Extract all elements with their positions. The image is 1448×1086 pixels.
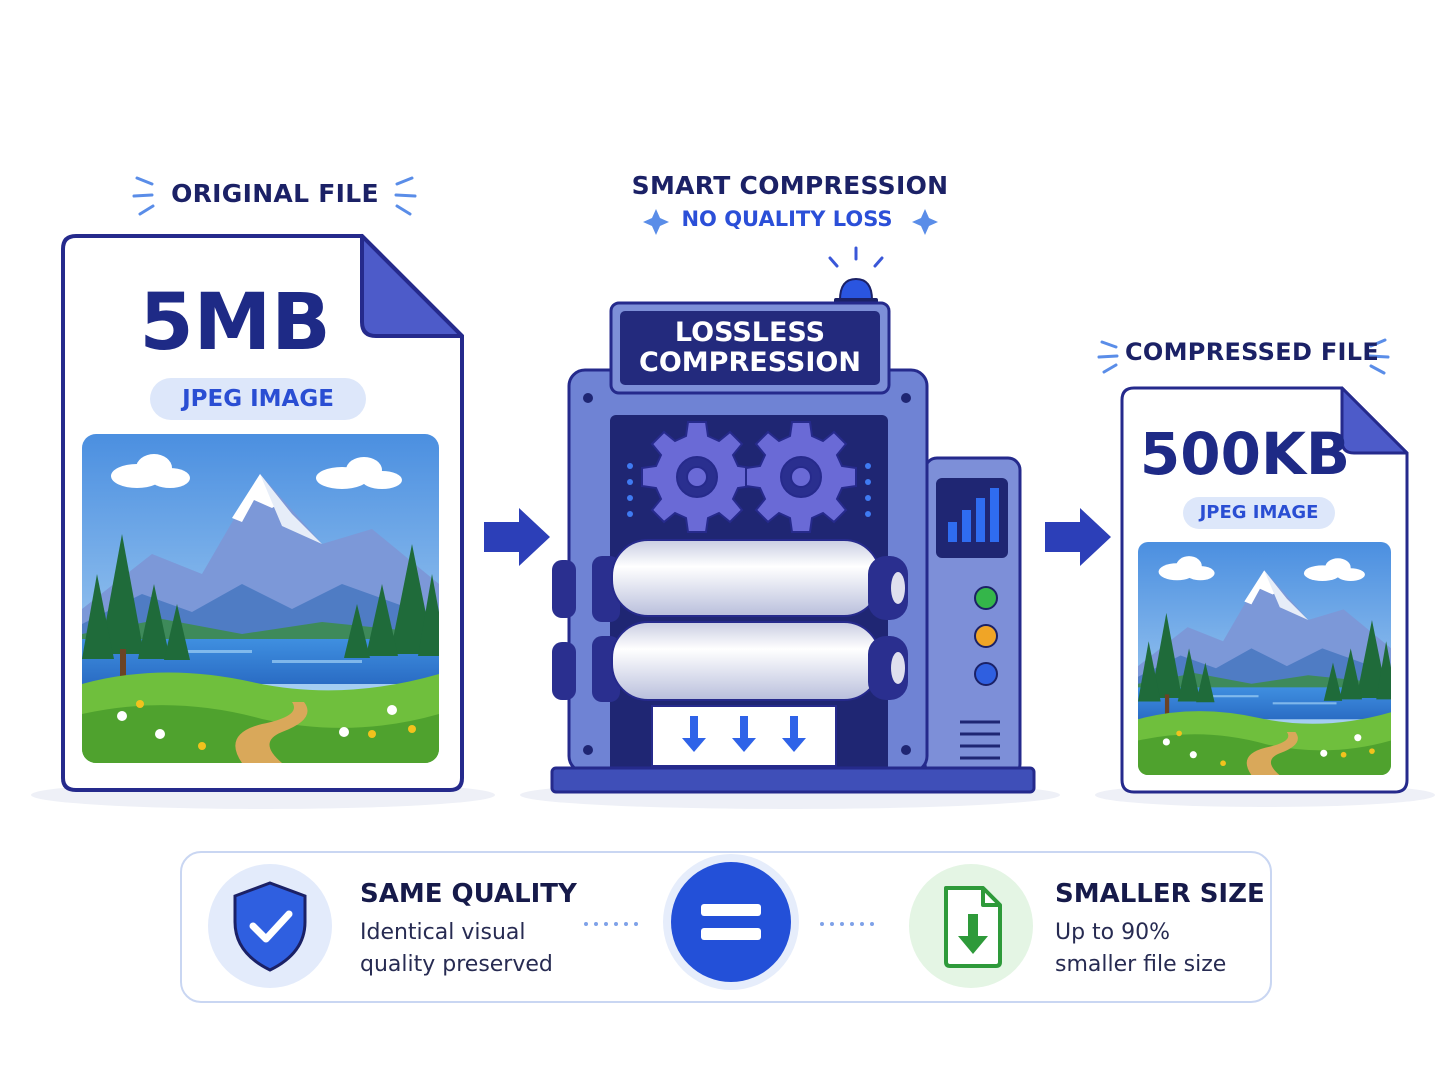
smart-compression-header: SMART COMPRESSION	[631, 171, 949, 200]
arrow-down-icon	[682, 716, 806, 752]
sparkle-icon	[132, 176, 417, 216]
smaller-size-title: SMALLER SIZE	[1055, 879, 1265, 909]
compressed-file-type-pill: JPEG IMAGE	[1183, 497, 1335, 529]
no-quality-loss-subheader: NO QUALITY LOSS	[681, 207, 893, 231]
smaller-size-desc: Up to 90% smaller file size	[1055, 920, 1227, 977]
original-file-size: 5MB	[139, 278, 331, 368]
gear-icon	[641, 421, 857, 533]
original-file-type-pill: JPEG IMAGE	[150, 378, 366, 420]
roller-bottom	[552, 621, 908, 702]
lossless-sign-line1: LOSSLESS	[674, 317, 826, 348]
same-quality-desc: Identical visual quality preserved	[360, 920, 553, 977]
original-file-header: ORIGINAL FILE	[171, 179, 379, 208]
arrow-right-icon	[484, 508, 550, 566]
compressed-file-size: 500KB	[1139, 420, 1351, 488]
equals-icon	[663, 854, 799, 990]
roller-top	[552, 539, 908, 622]
file-download-icon	[944, 886, 1002, 968]
same-quality-title: SAME QUALITY	[360, 879, 577, 909]
compressed-file-header: COMPRESSED FILE	[1125, 338, 1380, 366]
lossless-sign-line2: COMPRESSION	[639, 347, 861, 378]
shield-check-icon	[233, 881, 307, 972]
